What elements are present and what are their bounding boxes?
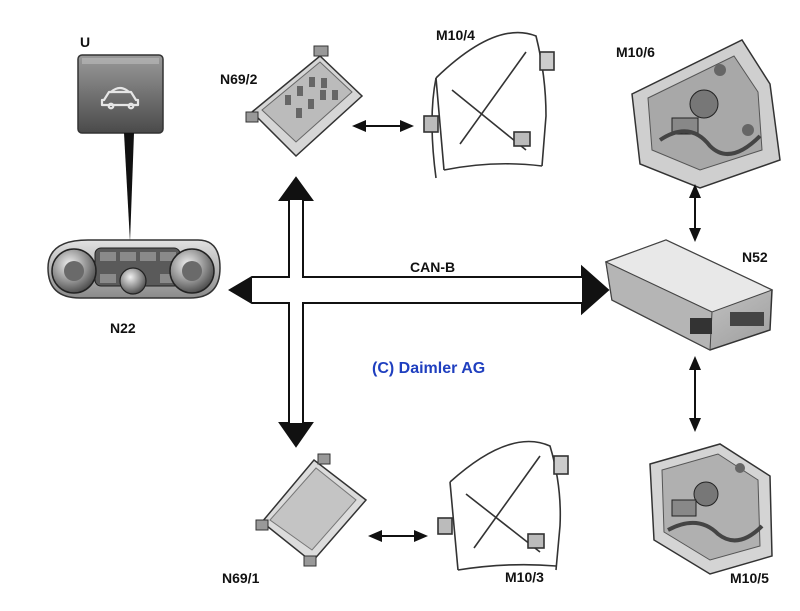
label-u: U [80,34,90,50]
motor-unit-m10-6 [631,39,781,189]
label-can-b: CAN-B [410,259,455,275]
switch-u [77,54,164,134]
label-n52: N52 [742,249,768,265]
bus-arrow-outline [228,176,610,448]
label-m10-4: M10/4 [436,27,475,43]
link-n69-1-m10-3 [368,530,428,542]
can-b-bus-arrows [228,176,610,448]
car-roof-icon [100,86,140,110]
label-n22: N22 [110,320,136,336]
label-m10-3: M10/3 [505,569,544,585]
copyright-notice: (C) Daimler AG [372,360,485,377]
control-unit-n52 [604,239,774,351]
label-m10-6: M10/6 [616,44,655,60]
door-module-n69-2 [245,45,364,158]
window-regulator-m10-3 [437,440,569,571]
label-n69-1: N69/1 [222,570,260,586]
connector-u-n22 [124,133,134,242]
window-regulator-m10-4 [423,31,555,179]
motor-unit-m10-5 [649,443,773,575]
link-m10-6-n52 [689,184,701,242]
label-n69-2: N69/2 [220,71,258,87]
label-m10-5: M10/5 [730,570,769,586]
link-n52-m10-5 [689,356,701,432]
door-module-n69-1 [255,453,368,567]
climate-control-n22 [47,239,221,299]
link-n69-2-m10-4 [352,120,414,132]
